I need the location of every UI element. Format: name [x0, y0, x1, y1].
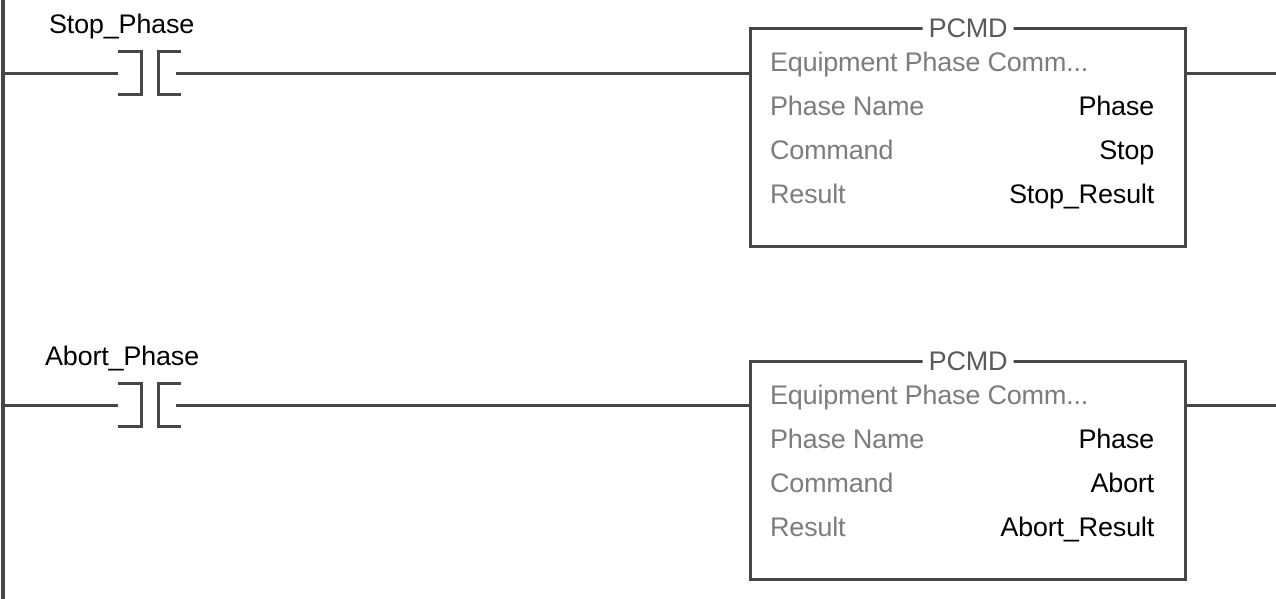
block-title-pcmd: PCMD	[922, 13, 1014, 43]
contact-stub-top-left	[118, 382, 142, 385]
rung-1-instruction-block-pcmd[interactable]: PCMD Equipment Phase Comm... Phase Name …	[749, 13, 1187, 248]
contact-stub-bottom-left	[118, 93, 142, 96]
block-description: Equipment Phase Comm...	[770, 380, 1089, 410]
rung-1-wire-segment-middle	[176, 72, 751, 75]
contact-bar-left	[140, 50, 143, 96]
parameter-value[interactable]: Stop_Result	[1009, 179, 1154, 209]
contact-bar-left	[140, 382, 143, 428]
block-parameter-row-result[interactable]: Result Stop_Result	[770, 179, 1154, 209]
rung-1-contact-operand-label: Stop_Phase	[49, 9, 195, 39]
contact-stub-top-right	[157, 382, 181, 385]
rung-1-contact-stop-phase[interactable]	[118, 50, 181, 96]
contact-bar-right	[157, 382, 160, 428]
parameter-value[interactable]: Phase	[1078, 424, 1154, 454]
rung-2-wire-segment-right	[1186, 404, 1276, 407]
block-title-pcmd: PCMD	[922, 346, 1014, 376]
block-parameter-row-result[interactable]: Result Abort_Result	[770, 512, 1154, 542]
block-parameter-row-phase-name[interactable]: Phase Name Phase	[770, 424, 1154, 454]
parameter-name: Command	[770, 135, 894, 165]
block-description: Equipment Phase Comm...	[770, 47, 1089, 77]
parameter-name: Result	[770, 512, 846, 542]
parameter-value[interactable]: Abort	[1090, 468, 1154, 498]
parameter-value[interactable]: Phase	[1078, 91, 1154, 121]
contact-stub-top-right	[157, 50, 181, 53]
rung-1-wire-segment-left	[3, 72, 118, 75]
rung-2-wire-segment-left	[3, 404, 118, 407]
block-parameter-row-command[interactable]: Command Abort	[770, 468, 1154, 498]
parameter-value[interactable]: Abort_Result	[1000, 512, 1154, 542]
contact-stub-bottom-right	[157, 425, 181, 428]
contact-bar-right	[157, 50, 160, 96]
block-parameter-row-command[interactable]: Command Stop	[770, 135, 1154, 165]
parameter-name: Phase Name	[770, 424, 925, 454]
parameter-name: Command	[770, 468, 894, 498]
contact-stub-bottom-left	[118, 425, 142, 428]
rung-2-instruction-block-pcmd[interactable]: PCMD Equipment Phase Comm... Phase Name …	[749, 346, 1187, 581]
rung-2-contact-abort-phase[interactable]	[118, 382, 181, 428]
parameter-name: Phase Name	[770, 91, 925, 121]
parameter-name: Result	[770, 179, 846, 209]
block-parameter-row-phase-name[interactable]: Phase Name Phase	[770, 91, 1154, 121]
rung-2-wire-segment-middle	[176, 404, 751, 407]
contact-stub-top-left	[118, 50, 142, 53]
left-power-rail	[1, 0, 5, 599]
rung-1-wire-segment-right	[1186, 72, 1276, 75]
rung-2-contact-operand-label: Abort_Phase	[45, 341, 199, 371]
parameter-value[interactable]: Stop	[1099, 135, 1154, 165]
contact-stub-bottom-right	[157, 93, 181, 96]
